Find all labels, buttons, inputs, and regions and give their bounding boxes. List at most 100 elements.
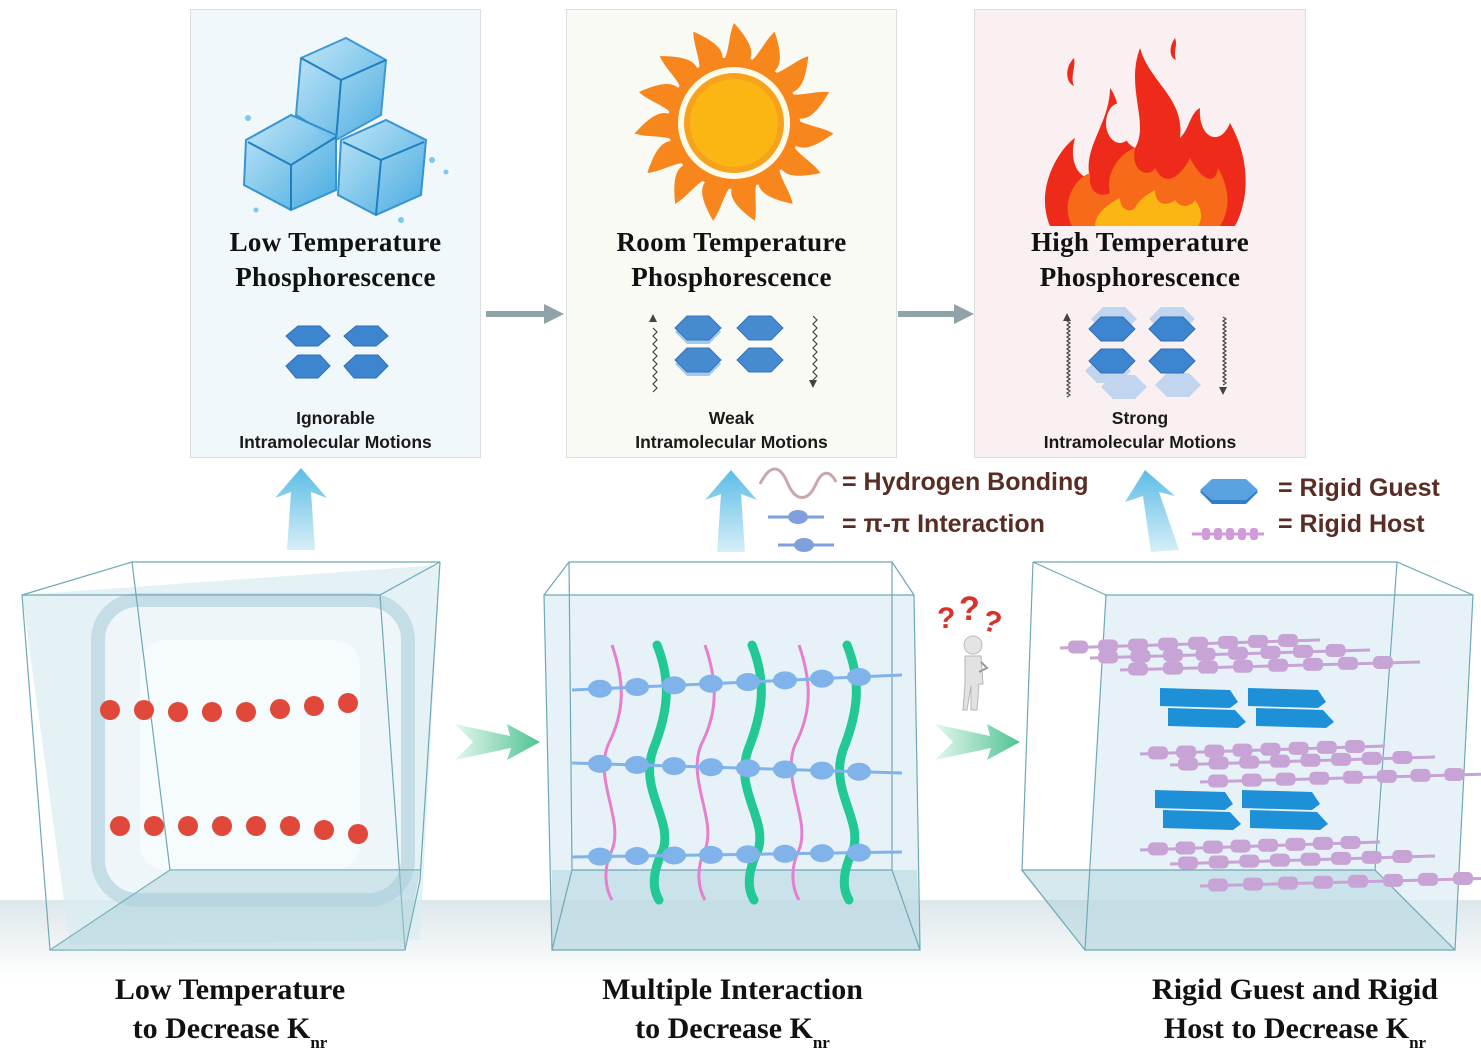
panel-title-line2: Phosphorescence	[631, 262, 832, 292]
host-node	[1268, 658, 1288, 672]
strategy-title-rigid-guest-host: Rigid Guest and Rigid Host to Decrease K…	[1115, 970, 1475, 1062]
red-dot	[212, 816, 232, 836]
host-node	[1230, 839, 1251, 853]
host-node	[1128, 638, 1148, 652]
host-node	[1269, 754, 1290, 768]
sun-icon	[634, 23, 834, 221]
host-node	[1410, 768, 1431, 782]
motion-label-line2: Intramolecular Motions	[1043, 432, 1237, 452]
pi-stacking-node	[699, 845, 723, 864]
legend-pi-pi-interaction: = π-π Interaction	[842, 510, 1045, 538]
vibrating-molecules-icon	[649, 314, 818, 393]
pi-stacking-node	[625, 847, 649, 866]
host-node	[1243, 877, 1263, 891]
host-node	[1278, 876, 1298, 890]
strategy-line2: Host to Decrease Knr	[1115, 1009, 1475, 1062]
knr-subscript: nr	[812, 1033, 830, 1052]
red-dot	[178, 816, 198, 836]
host-node	[1288, 741, 1309, 755]
pi-stacking-node	[736, 673, 760, 691]
host-node	[1303, 657, 1323, 671]
pi-stacking-node	[736, 845, 760, 864]
host-node	[1248, 634, 1268, 648]
host-node	[1176, 745, 1197, 759]
host-node	[1392, 849, 1413, 863]
motion-label-line1: Weak	[708, 408, 755, 428]
arrow-up-icon	[275, 468, 327, 550]
pi-stacking-node	[625, 755, 649, 774]
host-node	[1331, 752, 1352, 766]
host-node	[1331, 851, 1352, 865]
pi-stacking-node	[810, 669, 834, 688]
pi-stacking-node	[662, 676, 686, 695]
strategy-line2-text: Host to Decrease K	[1163, 1012, 1410, 1045]
red-dot	[314, 820, 334, 840]
red-dot	[338, 693, 358, 713]
panel-title-line2: Phosphorescence	[1039, 262, 1241, 292]
motion-label-line1: Ignorable	[296, 408, 375, 428]
host-node	[1208, 756, 1229, 770]
pi-stacking-node	[773, 844, 797, 863]
host-node	[1148, 746, 1168, 760]
red-dot	[144, 816, 164, 836]
pi-stacking-node	[847, 667, 871, 686]
pi-stacking-node	[625, 678, 649, 697]
panel-low-temperature: Low Temperature Phosphorescence Ignorabl…	[190, 9, 481, 458]
host-node	[1340, 835, 1361, 849]
host-node	[1239, 755, 1260, 769]
pi-stacking-node	[810, 844, 834, 863]
strategy-line1: Low Temperature	[114, 973, 346, 1006]
pi-stacking-node	[699, 674, 723, 693]
pi-stacking-node	[662, 846, 686, 865]
legend-hydrogen-bonding: = Hydrogen Bonding	[842, 468, 1089, 496]
host-node	[1148, 842, 1168, 856]
host-node	[1218, 635, 1238, 649]
confused-person-icon: ? ? ?	[937, 590, 1005, 711]
green-polymer-chain	[740, 640, 766, 905]
knr-subscript: nr	[310, 1033, 328, 1052]
host-node	[1195, 647, 1216, 661]
guest-molecule	[1163, 810, 1241, 830]
svg-text:?: ?	[979, 604, 1005, 641]
host-node	[1313, 836, 1333, 850]
host-node	[1208, 855, 1229, 869]
pi-stacking-node	[662, 757, 686, 776]
host-node	[1241, 773, 1262, 787]
pi-stacking-node	[773, 671, 797, 690]
host-node	[1269, 853, 1290, 867]
hydrogen-bond	[789, 644, 810, 901]
host-node	[1376, 769, 1397, 783]
host-node	[1278, 633, 1298, 647]
host-node	[1444, 767, 1465, 781]
pi-stacking-node	[699, 758, 723, 777]
hydrogen-bond-symbol-icon	[758, 467, 838, 499]
guest-molecule	[1250, 810, 1328, 830]
host-node	[1232, 743, 1253, 757]
host-node	[1233, 659, 1253, 673]
motion-label-line1: Strong	[1111, 408, 1169, 428]
guest-molecule	[1160, 688, 1238, 708]
legend-rigid-host: = Rigid Host	[1278, 510, 1425, 538]
red-dot	[270, 699, 290, 719]
pi-stacking-node	[588, 754, 612, 773]
knr-subscript: nr	[1409, 1033, 1427, 1052]
pi-stacking-node	[736, 759, 760, 778]
ice-cubes-icon	[242, 36, 449, 223]
host-node	[1344, 739, 1365, 753]
host-node	[1178, 856, 1198, 870]
host-node	[1158, 637, 1178, 651]
red-dot	[236, 702, 256, 722]
guest-molecule	[1155, 790, 1233, 810]
host-node	[1178, 757, 1198, 771]
red-dot	[280, 816, 300, 836]
motion-label-line2: Intramolecular Motions	[635, 432, 828, 452]
flame-icon	[1044, 38, 1246, 226]
host-node	[1325, 643, 1346, 657]
host-node	[1098, 639, 1118, 653]
panel-title-line2: Phosphorescence	[235, 262, 436, 292]
panel-title-line1: Low Temperature	[229, 227, 442, 257]
legend-rigid-guest: = Rigid Guest	[1278, 474, 1440, 502]
arrow-right-icon	[935, 724, 1020, 760]
strategy-line2-text: to Decrease K	[635, 1012, 813, 1045]
red-dot	[202, 702, 222, 722]
